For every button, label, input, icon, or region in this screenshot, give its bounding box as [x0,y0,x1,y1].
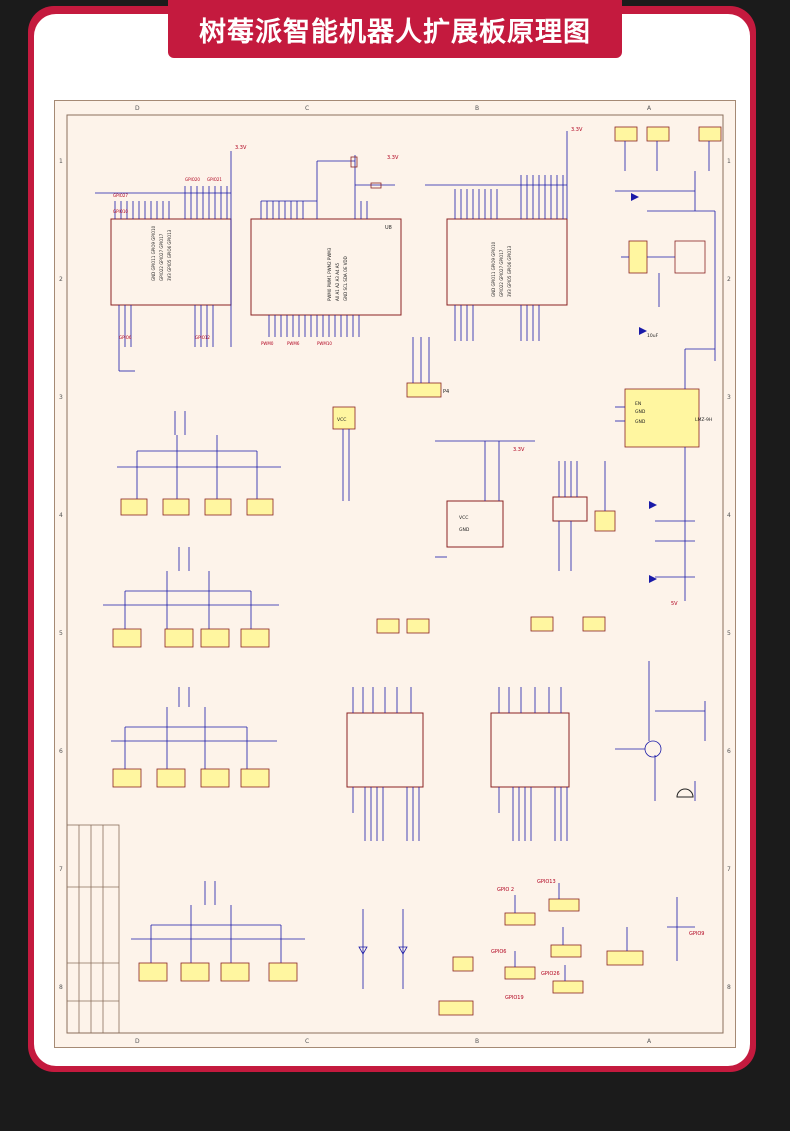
svg-text:GPIO6: GPIO6 [119,335,132,340]
title-block [66,824,120,1034]
svg-text:D: D [135,1038,140,1045]
frame-letters: D C B A D C B A [135,105,652,1045]
small-connectors-mid [376,616,606,634]
buzzer-section [615,661,706,801]
servo-group-4 [131,881,305,982]
svg-text:EN: EN [635,401,641,407]
svg-text:GND: GND [635,409,646,415]
svg-text:7: 7 [59,866,63,873]
svg-text:GND: GND [635,419,646,425]
svg-text:C: C [305,1038,309,1045]
svg-text:GPIO22 GPIO27 GPIO17: GPIO22 GPIO27 GPIO17 [499,249,504,297]
svg-text:2: 2 [59,276,63,283]
svg-text:A: A [647,105,652,112]
motor-driver-1 [346,687,424,841]
schematic-sheet: D C B A D C B A 1 2 3 4 5 6 7 8 1 2 3 4 … [54,100,736,1048]
svg-text:PWM0 PWM1 PWM2 PWM3: PWM0 PWM1 PWM2 PWM3 [327,247,332,301]
svg-text:PWM0: PWM0 [261,341,274,346]
svg-text:3.3V: 3.3V [571,127,583,133]
svg-text:B: B [475,105,479,112]
svg-text:GND SCL SDA OE VDD: GND SCL SDA OE VDD [343,256,348,301]
svg-text:GPIO26: GPIO26 [541,971,560,977]
rpi-header-left: GPIO10 GPIO27 GPIO20 GPIO21 GPIO6 GPIO12 3.… [95,145,247,372]
rpi-header-right: 3.3V GND GPIO11 GPIO9 GPIO10 GPIO22 GPIO… [406,127,583,398]
servo-group-2 [103,547,279,648]
svg-text:PWM6: PWM6 [287,341,300,346]
middle-components: VCC GND VCC 3.3V [332,406,616,571]
svg-text:1: 1 [727,158,731,165]
svg-text:GND GPIO11 GPIO9 GPIO10: GND GPIO11 GPIO9 GPIO10 [491,241,496,297]
bottom-gpio-connectors: GPIO 2 GPIO13 GPIO6 GPIO26 GPIO19 GPIO9 [358,879,704,1016]
svg-text:8: 8 [59,984,63,991]
svg-text:GPIO13: GPIO13 [537,879,556,885]
svg-text:LMZ-9H: LMZ-9H [695,417,712,423]
svg-text:3: 3 [59,394,63,401]
svg-text:GPIO27: GPIO27 [113,193,128,198]
servo-group-3 [111,687,277,788]
servo-group-1 [117,411,281,516]
svg-text:GPIO9: GPIO9 [689,931,704,937]
svg-text:VCC: VCC [459,515,468,521]
svg-text:GPIO10: GPIO10 [113,209,128,214]
center-ic-block: 3.3V U8 PWM0 PWM1 PWM2 PWM3 A0 A1 A2 A3 … [250,155,402,346]
svg-text:3.3V: 3.3V [387,155,399,161]
svg-text:P4: P4 [443,389,449,395]
svg-text:3V3 GPIO5 GPIO6 GPIO13: 3V3 GPIO5 GPIO6 GPIO13 [507,245,512,297]
svg-text:3.3V: 3.3V [235,145,247,151]
svg-text:GPIO22 GPIO27 GPIO17: GPIO22 GPIO27 GPIO17 [159,233,164,281]
frame-numbers: 1 2 3 4 5 6 7 8 1 2 3 4 5 6 7 8 [59,158,731,991]
svg-text:GPIO20: GPIO20 [185,177,200,182]
svg-text:5: 5 [727,630,731,637]
svg-text:5: 5 [59,630,63,637]
svg-text:10uF: 10uF [647,333,659,339]
svg-text:5V: 5V [671,601,678,607]
motor-driver-2 [490,687,570,841]
svg-text:A: A [647,1038,652,1045]
svg-text:1: 1 [59,158,63,165]
svg-text:PWM10: PWM10 [317,341,332,346]
svg-text:GPIO6: GPIO6 [491,949,506,955]
svg-text:4: 4 [59,512,63,519]
svg-text:3: 3 [727,394,731,401]
svg-text:C: C [305,105,309,112]
svg-text:GPIO21: GPIO21 [207,177,222,182]
svg-text:6: 6 [59,748,63,755]
svg-text:GPIO19: GPIO19 [505,995,524,1001]
svg-text:GPIO12: GPIO12 [195,335,210,340]
svg-text:VCC: VCC [337,417,346,423]
inner-frame [66,114,724,1034]
svg-text:GPIO 2: GPIO 2 [497,887,514,893]
svg-text:A0 A1 A2 A3 A4 A5: A0 A1 A2 A3 A4 A5 [335,263,340,302]
svg-text:3V3 GPIO5 GPIO6 GPIO13: 3V3 GPIO5 GPIO6 GPIO13 [167,229,172,281]
svg-text:6: 6 [727,748,731,755]
svg-text:U8: U8 [385,225,392,231]
svg-text:2: 2 [727,276,731,283]
svg-text:7: 7 [727,866,731,873]
svg-text:GND: GND [459,527,470,533]
schematic-drawing: D C B A D C B A 1 2 3 4 5 6 7 8 1 2 3 4 … [59,105,731,1045]
svg-text:4: 4 [727,512,731,519]
svg-text:GND GPIO11 GPIO9 GPIO10: GND GPIO11 GPIO9 GPIO10 [151,225,156,281]
svg-text:3.3V: 3.3V [513,447,525,453]
page-title: 树莓派智能机器人扩展板原理图 [199,16,591,48]
title-banner: 树莓派智能机器人扩展板原理图 [168,0,622,58]
svg-text:D: D [135,105,140,112]
svg-text:B: B [475,1038,479,1045]
svg-text:8: 8 [727,984,731,991]
power-section: EN GND GND 10uF LMZ-9H 5V [614,126,722,607]
